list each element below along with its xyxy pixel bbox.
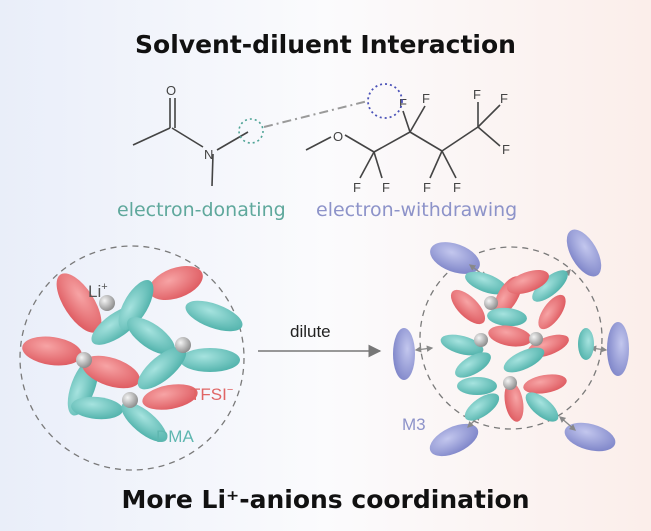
li-ion <box>99 295 115 311</box>
tfsi-ellipse <box>56 273 102 333</box>
m3-ellipse <box>430 242 480 274</box>
fluorine-atom: F <box>423 180 431 195</box>
tfsi-ellipse <box>488 325 532 347</box>
li-label: Li+ <box>88 281 108 301</box>
dma-ellipse <box>118 280 154 330</box>
right-cluster: M3 <box>393 229 629 457</box>
m3-structure <box>305 102 501 179</box>
dma-ellipse <box>180 348 240 372</box>
dma-ellipse <box>578 328 594 360</box>
oxygen-atom: O <box>166 83 176 98</box>
m3-ellipse <box>429 423 479 457</box>
dma-ellipse <box>457 377 497 395</box>
dma-ellipse <box>464 393 500 421</box>
interaction-line <box>263 100 369 128</box>
dma-ellipse <box>487 307 527 327</box>
li-ion <box>474 333 488 347</box>
fluorine-atom: F <box>399 96 407 111</box>
tfsi-label: TFSI− <box>190 384 233 404</box>
m3-ellipse <box>607 322 629 376</box>
fluorine-atom: F <box>453 180 461 195</box>
dma-ellipse <box>503 347 545 373</box>
dma-ellipse <box>440 334 484 356</box>
left-cluster: Li+ TFSI− DMA <box>19 245 245 471</box>
nitrogen-atom: N <box>204 147 213 162</box>
top-title: Solvent-diluent Interaction <box>135 30 516 59</box>
dma-label: DMA <box>156 427 194 446</box>
tfsi-ellipse <box>82 355 140 389</box>
fluorine-atom: F <box>422 91 430 106</box>
li-ion <box>503 376 517 390</box>
electron-donating-label: electron-donating <box>117 199 286 221</box>
m3-label: M3 <box>402 415 426 434</box>
li-ion <box>484 296 498 310</box>
dma-ellipse <box>137 346 187 390</box>
donating-site-circle <box>238 118 264 144</box>
dma-ellipse <box>71 396 123 420</box>
tfsi-ellipse <box>22 336 82 366</box>
li-ion <box>122 392 138 408</box>
m3-ellipse <box>566 229 602 277</box>
tfsi-ellipse <box>523 374 567 394</box>
li-ion <box>529 332 543 346</box>
dma-ellipse <box>185 300 243 332</box>
dma-ellipse <box>127 317 175 355</box>
li-ion <box>175 337 191 353</box>
dma-ellipse <box>465 271 507 295</box>
cluster-boundary <box>419 246 603 430</box>
dma-ellipse <box>525 392 559 422</box>
electron-withdrawing-label: electron-withdrawing <box>316 199 518 221</box>
fluorine-atom: F <box>353 180 361 195</box>
fluorine-atom: F <box>500 91 508 106</box>
fluorine-atom: F <box>502 142 510 157</box>
m3-ellipse <box>393 328 415 380</box>
m3-ellipse <box>564 422 616 452</box>
tfsi-ellipse <box>507 269 549 295</box>
dma-ellipse <box>455 352 491 378</box>
withdrawing-site-circle <box>367 83 403 119</box>
dma-ellipse <box>121 402 167 442</box>
li-ion <box>76 352 92 368</box>
tfsi-ellipse <box>149 265 203 301</box>
fluorine-atom: F <box>382 180 390 195</box>
fluorine-atom: F <box>473 87 481 102</box>
tfsi-ellipse <box>450 289 486 325</box>
cluster-boundary <box>19 245 245 471</box>
ether-oxygen-atom: O <box>333 129 343 144</box>
dma-structure <box>132 98 249 187</box>
bottom-title: More Li⁺-anions coordination <box>121 485 530 514</box>
dilute-label: dilute <box>290 322 331 341</box>
dma-ellipse <box>532 270 568 302</box>
tfsi-ellipse <box>504 382 524 422</box>
tfsi-ellipse <box>538 294 566 330</box>
tfsi-ellipse <box>142 384 198 410</box>
